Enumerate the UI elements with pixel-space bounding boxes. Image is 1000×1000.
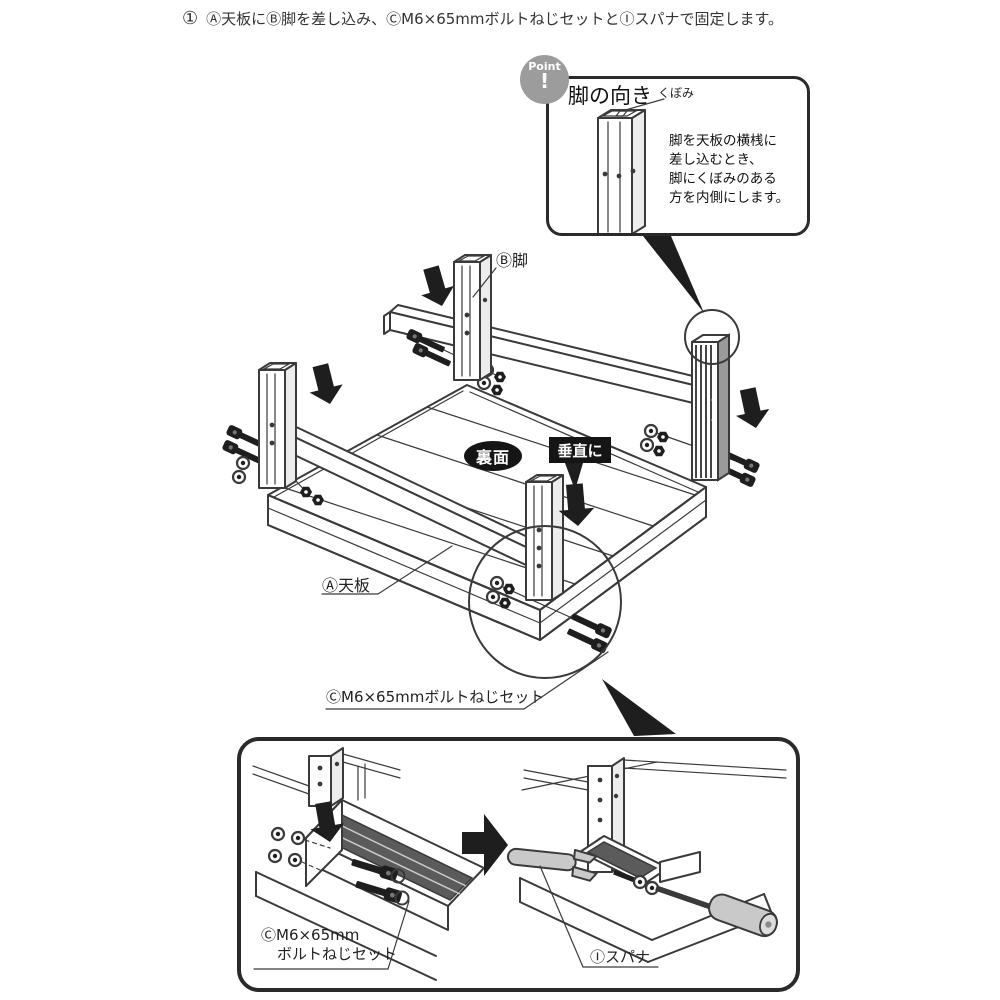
leg-right — [691, 333, 730, 482]
arrow-down-vertical — [556, 463, 596, 528]
point-body-line: 脚を天板の横桟に — [669, 133, 777, 149]
back-side-label: 裏面 — [464, 441, 522, 471]
tabletop-label: Ⓐ天板 — [322, 576, 371, 595]
magnifier-circle — [468, 525, 622, 679]
leg-front — [525, 474, 564, 601]
point-body-line: 方を内側にします。 — [669, 190, 790, 206]
point-body-text: 脚を天板の横桟に 差し込むとき、 脚にくぼみのある 方を内側にします。 — [669, 132, 789, 208]
label-pointers — [321, 267, 609, 710]
point-body-line: 差し込むとき、 — [669, 152, 763, 168]
vertical-label: 垂直に — [549, 437, 611, 463]
detail-left-scene — [252, 747, 485, 981]
notch-label: くぼみ — [658, 86, 695, 100]
bolt-set-label: ⒸM6×65mmボルトねじセット — [326, 688, 545, 706]
arrow-right-transition — [462, 814, 508, 876]
leg-left — [258, 362, 297, 489]
instruction-text: Ⓐ天板にⒷ脚を差し込み、ⒸM6×65mmボルトねじセットとⒾスパナで固定します。 — [206, 10, 784, 28]
arrow-down-left-leg — [303, 361, 347, 409]
leg-back — [453, 254, 492, 381]
pointer-triangle-point-box — [643, 236, 704, 313]
point-callout-box — [546, 76, 810, 236]
spanner-label: Ⓘスパナ — [590, 948, 651, 966]
detail-bolt-set-label-line1: ⒸM6×65mm — [261, 926, 360, 944]
detail-right-scene — [506, 757, 787, 968]
detail-callout-box — [237, 737, 800, 992]
point-badge-label: Point — [528, 60, 561, 73]
detail-bolt-set-label-line2: ボルトねじセット — [277, 945, 398, 963]
point-body-line: 脚にくぼみのある — [669, 171, 777, 187]
tabletop-slab — [267, 384, 707, 641]
detail-left-label-pointer — [253, 900, 410, 970]
point-badge-icon: Point ! — [520, 55, 569, 104]
step-instruction: ① Ⓐ天板にⒷ脚を差し込み、ⒸM6×65mmボルトねじセットとⒾスパナで固定しま… — [182, 8, 842, 29]
leg-label: Ⓑ脚 — [496, 251, 529, 270]
leg-top-highlight-circle — [684, 309, 740, 365]
arrow-down-right-leg — [731, 385, 773, 432]
pointer-triangle-detail-box — [602, 679, 676, 736]
exclamation-icon: ! — [539, 69, 550, 93]
point-title: 脚の向き — [568, 84, 652, 108]
point-box-leg — [597, 98, 665, 235]
arrow-down-back-leg — [414, 262, 459, 311]
detail-bolt-set-label: ⒸM6×65mm ボルトねじセット — [261, 926, 397, 964]
step-number: ① — [182, 8, 199, 29]
